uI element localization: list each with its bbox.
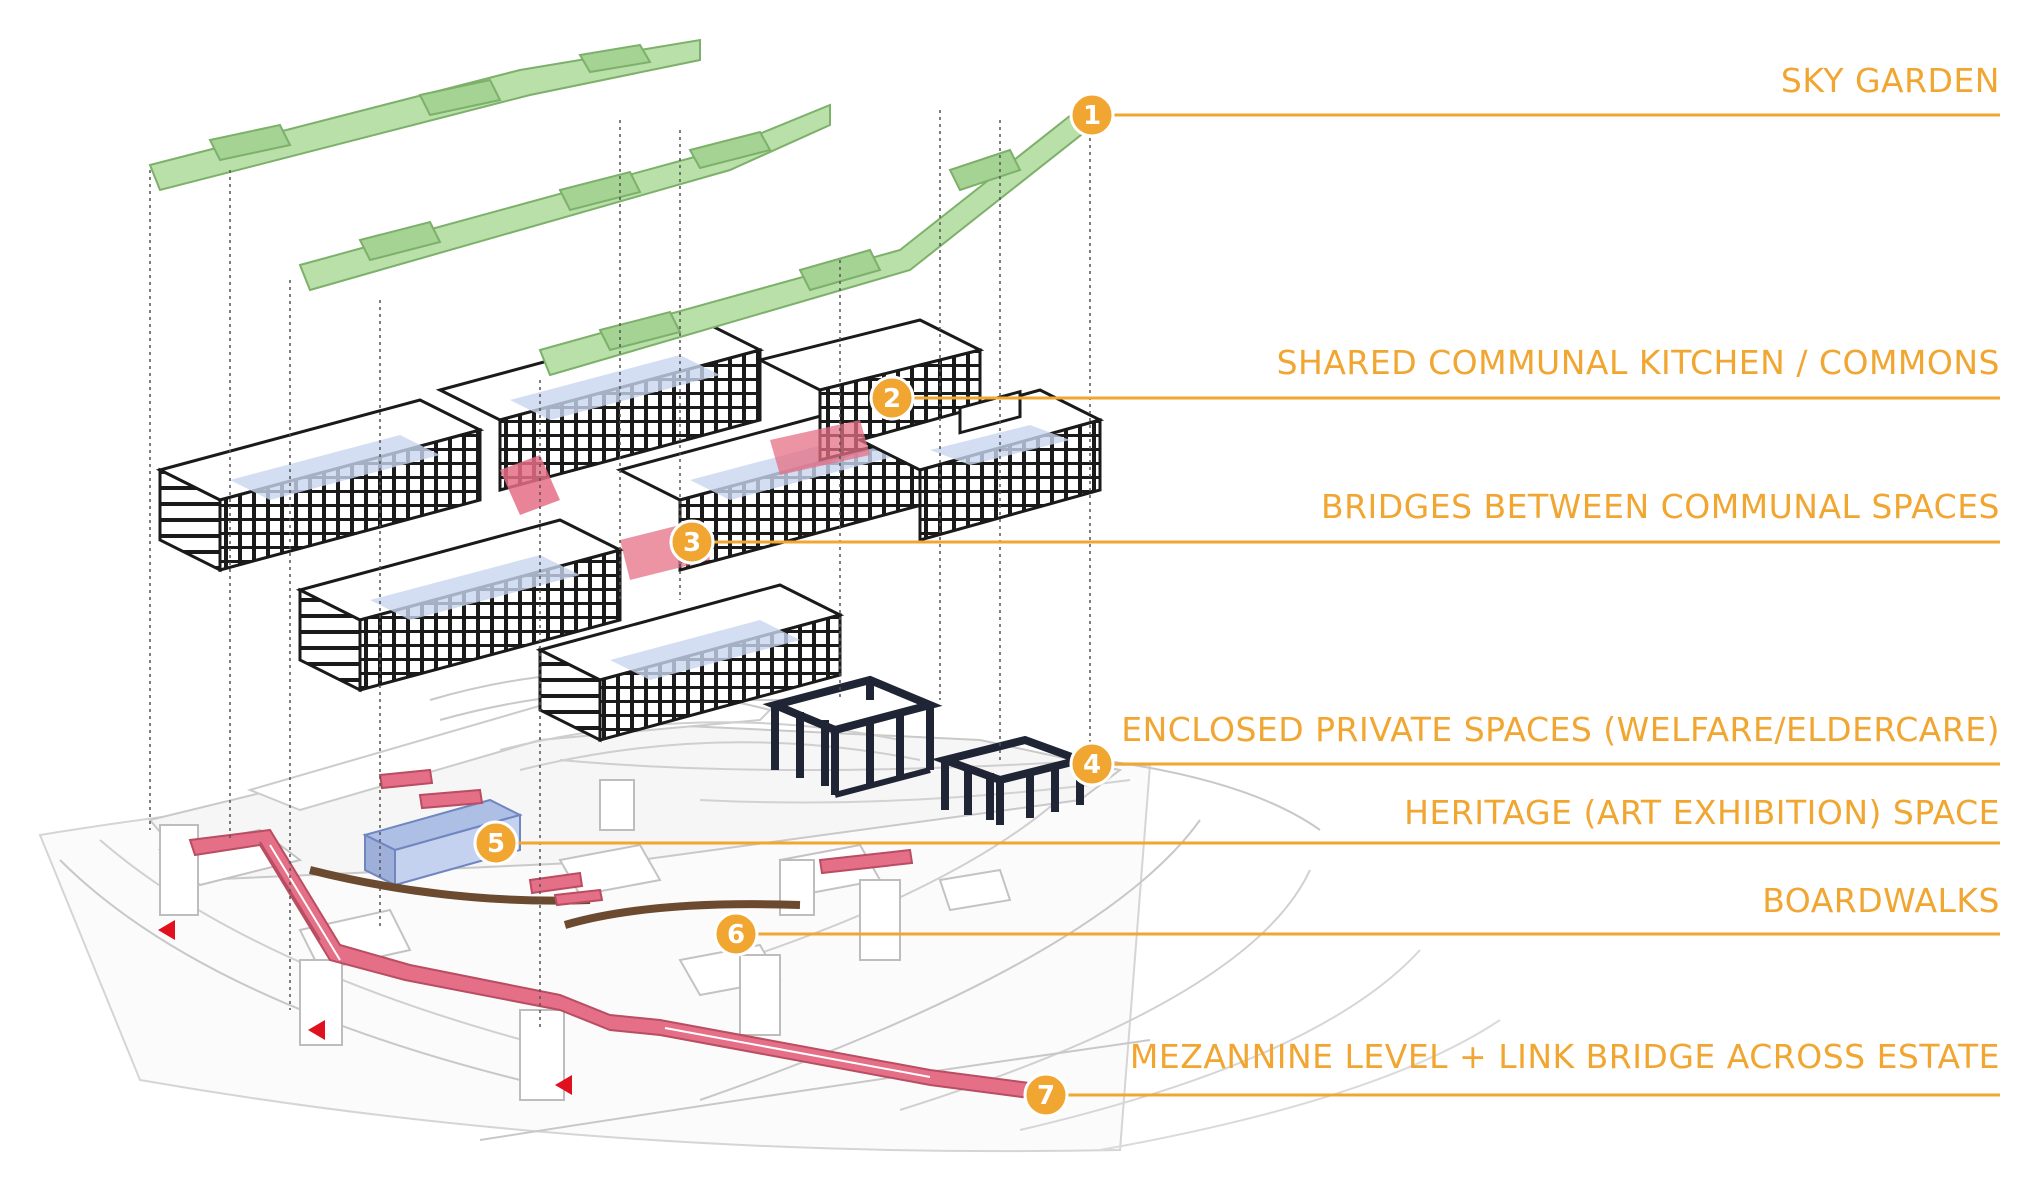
marker-1-number: 1 bbox=[1083, 101, 1101, 131]
label-enclosed-private-spaces: ENCLOSED PRIVATE SPACES (WELFARE/ELDERCA… bbox=[1121, 710, 2000, 749]
sky-garden-plates bbox=[148, 38, 1102, 377]
marker-5 bbox=[473, 820, 519, 866]
marker-6-number: 6 bbox=[727, 920, 745, 950]
label-shared-communal-kitchen: SHARED COMMUNAL KITCHEN / COMMONS bbox=[1277, 343, 2000, 382]
annotation-legend: 1 SKY GARDEN 2 SHARED COMMUNAL KITCHEN /… bbox=[473, 61, 2000, 1118]
marker-6 bbox=[713, 911, 759, 957]
marker-3 bbox=[669, 519, 715, 565]
boardwalks bbox=[309, 866, 801, 929]
marker-4-number: 4 bbox=[1083, 750, 1101, 780]
marker-7-number: 7 bbox=[1037, 1081, 1055, 1111]
entry-arrows bbox=[158, 920, 572, 1095]
marker-7 bbox=[1023, 1072, 1069, 1118]
marker-2-number: 2 bbox=[883, 384, 901, 414]
label-mezzanine-link-bridge: MEZANNINE LEVEL + LINK BRIDGE ACROSS EST… bbox=[1130, 1037, 2000, 1076]
marker-1 bbox=[1069, 92, 1115, 138]
label-boardwalks: BOARDWALKS bbox=[1762, 881, 2000, 920]
marker-5-number: 5 bbox=[487, 829, 505, 859]
label-bridges-between-communal-spaces: BRIDGES BETWEEN COMMUNAL SPACES bbox=[1321, 487, 2000, 526]
marker-4 bbox=[1069, 741, 1115, 787]
enclosed-private-spaces bbox=[762, 675, 1094, 825]
marker-2 bbox=[869, 375, 915, 421]
projection-lines bbox=[149, 110, 1091, 1030]
label-sky-garden: SKY GARDEN bbox=[1781, 61, 2000, 100]
marker-3-number: 3 bbox=[683, 528, 701, 558]
label-heritage-art-exhibition-space: HERITAGE (ART EXHIBITION) SPACE bbox=[1404, 793, 2000, 832]
residential-blocks bbox=[155, 318, 1105, 743]
